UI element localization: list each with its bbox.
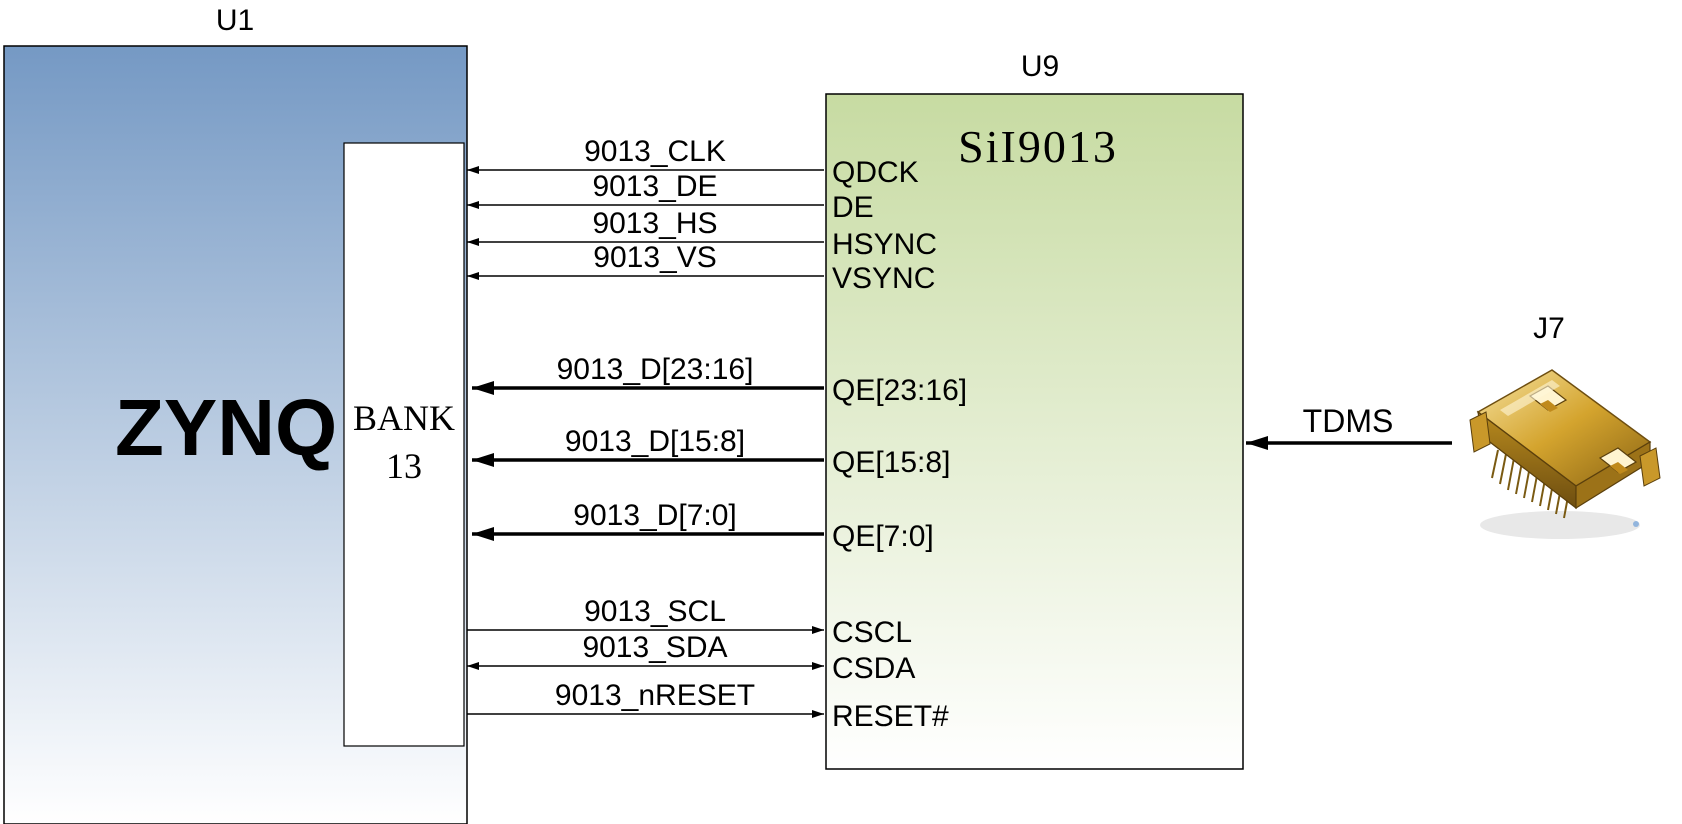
net-label: 9013_D[15:8]	[565, 425, 745, 458]
pin-label: QDCK	[832, 156, 919, 189]
signal-vsync: 9013_VS VSYNC	[467, 241, 935, 295]
u9-designator: U9	[1021, 50, 1059, 83]
tdms-label: TDMS	[1303, 403, 1394, 439]
signal-reset: 9013_nRESET RESET#	[467, 679, 949, 733]
net-label: 9013_HS	[592, 207, 717, 240]
pin-label: HSYNC	[832, 228, 937, 261]
net-label: 9013_nRESET	[555, 679, 755, 712]
bank13-box	[343, 142, 465, 747]
pin-label: QE[23:16]	[832, 374, 967, 407]
pin-label: QE[7:0]	[832, 520, 934, 553]
u9-body	[825, 93, 1244, 770]
bank-label-line2: 13	[386, 446, 422, 486]
net-label: 9013_SDA	[582, 631, 727, 664]
signal-csda: 9013_SDA CSDA	[467, 631, 915, 685]
net-label: 9013_CLK	[584, 135, 726, 168]
pin-label: VSYNC	[832, 262, 935, 295]
pin-label: RESET#	[832, 700, 949, 733]
bank-label-line1: BANK	[353, 398, 455, 438]
signal-cscl: 9013_SCL CSCL	[467, 595, 912, 649]
j7-connector: J7	[1469, 312, 1661, 539]
signal-hsync: 9013_HS HSYNC	[467, 207, 937, 261]
u1-block: U1 ZYNQ BANK 13	[3, 4, 468, 824]
hdmi-connector-icon	[1469, 369, 1661, 539]
u1-designator: U1	[216, 4, 254, 37]
signal-de: 9013_DE DE	[467, 170, 874, 224]
pin-label: CSCL	[832, 616, 912, 649]
net-label: 9013_SCL	[584, 595, 726, 628]
u1-chip-name: ZYNQ	[115, 383, 337, 472]
pin-label: QE[15:8]	[832, 446, 950, 479]
j7-designator: J7	[1533, 312, 1565, 345]
signal-qe-15-8: 9013_D[15:8] QE[15:8]	[472, 425, 950, 479]
signal-qe-7-0: 9013_D[7:0] QE[7:0]	[472, 499, 934, 553]
net-label: 9013_D[7:0]	[573, 499, 736, 532]
pin-label: DE	[832, 191, 874, 224]
net-label: 9013_VS	[593, 241, 716, 274]
tdms-link: TDMS	[1246, 403, 1452, 450]
net-label: 9013_DE	[592, 170, 717, 203]
pin-label: CSDA	[832, 652, 915, 685]
u9-block: U9 SiI9013	[825, 50, 1244, 770]
signal-qdck: 9013_CLK QDCK	[467, 135, 919, 189]
signal-lines: 9013_CLKQDCK9013_DEDE9013_HSHSYNC9013_VS…	[467, 135, 967, 733]
u9-chip-name: SiI9013	[958, 121, 1118, 172]
net-label: 9013_D[23:16]	[557, 353, 754, 386]
signal-qe-23-16: 9013_D[23:16] QE[23:16]	[472, 353, 967, 407]
